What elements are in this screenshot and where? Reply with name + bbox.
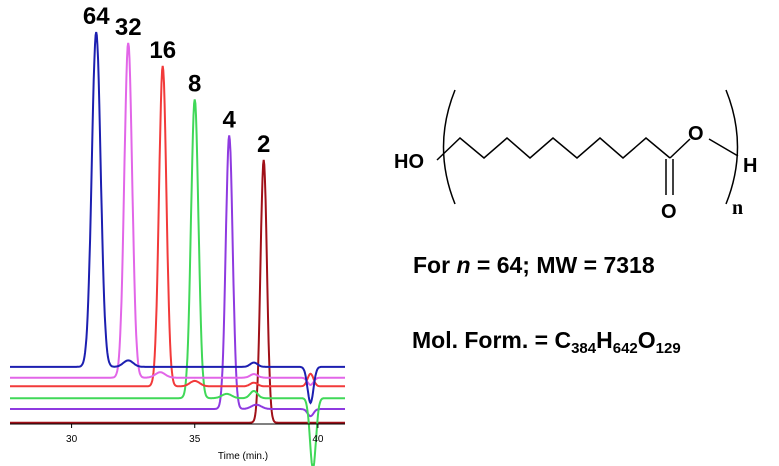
polymer-structure: HO O O H n — [394, 89, 757, 223]
carbonyl-oxygen-label: O — [661, 201, 677, 223]
carbon-chain — [436, 136, 671, 161]
oxygen-hydrogen-bond — [708, 138, 739, 157]
x-axis-ticks: 30 35 40 — [66, 424, 324, 445]
peak-label-4: 4 — [223, 106, 237, 133]
carbon-count: 384 — [571, 340, 597, 357]
trace-2 — [10, 159, 345, 424]
peak-label-8: 8 — [188, 70, 201, 97]
mw-variable: n — [456, 252, 471, 278]
mw-value: = 64; MW = 7318 — [470, 252, 655, 278]
peak-label-2: 2 — [257, 131, 270, 158]
right-parenthesis — [725, 89, 739, 205]
trace-64 — [10, 31, 345, 405]
x-tick-label-35: 35 — [189, 434, 201, 445]
peak-label-32: 32 — [115, 14, 142, 41]
peak-label-16: 16 — [149, 37, 176, 64]
x-tick-label-40: 40 — [312, 434, 324, 445]
x-tick-label-30: 30 — [66, 434, 78, 445]
trace-16 — [10, 65, 345, 388]
trace-8 — [10, 99, 345, 466]
left-parenthesis — [442, 89, 456, 205]
x-axis-title: Time (min.) — [218, 451, 268, 462]
repeat-unit-subscript: n — [732, 197, 743, 219]
formula-prefix: Mol. Form. = C — [412, 327, 572, 353]
chromatogram-traces — [10, 31, 345, 466]
trace-32 — [10, 42, 345, 386]
terminal-hydrogen-label: H — [743, 155, 757, 177]
ester-oxygen-label: O — [688, 123, 704, 145]
mw-prefix: For — [413, 252, 457, 278]
oxygen-count: 129 — [655, 340, 681, 357]
hydrogen-count: 642 — [612, 340, 638, 357]
ester-bond — [669, 138, 691, 159]
oxygen-symbol: O — [637, 327, 656, 353]
hydrogen-symbol: H — [596, 327, 613, 353]
hydroxyl-group-label: HO — [394, 151, 424, 173]
molecular-weight-caption: For n = 64; MW = 7318 — [413, 252, 655, 279]
peak-label-64: 64 — [83, 3, 110, 30]
trace-4 — [10, 135, 345, 418]
molecular-formula-caption: Mol. Form. = C384H642O129 — [412, 327, 681, 357]
